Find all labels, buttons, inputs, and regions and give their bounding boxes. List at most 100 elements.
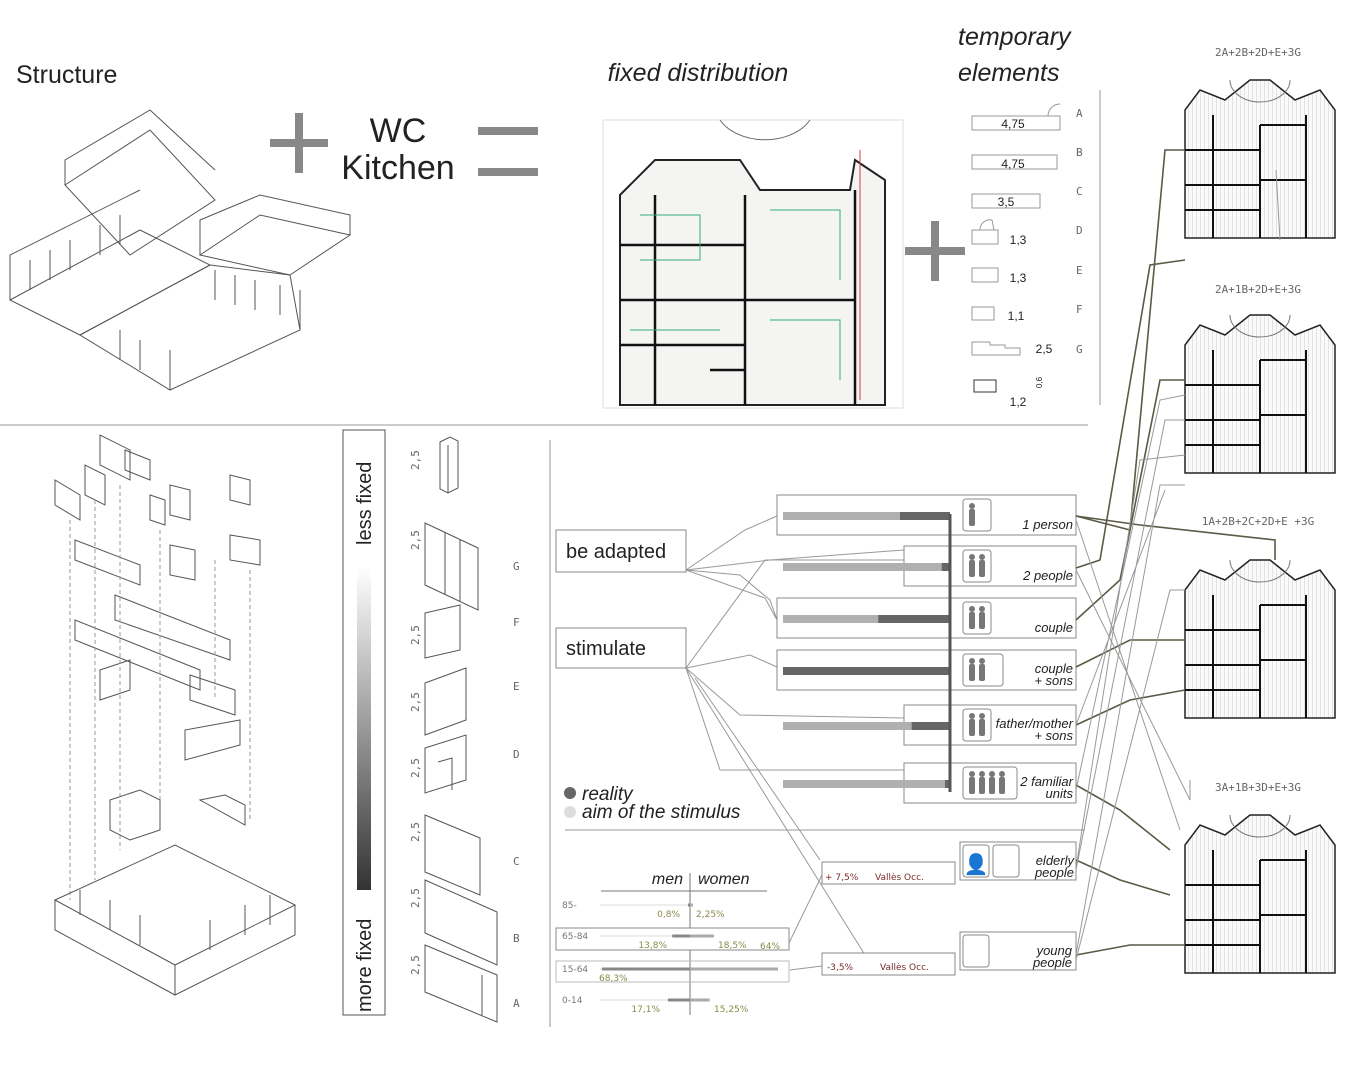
figure-head <box>969 713 975 719</box>
element-a: 4,75 A <box>971 103 1083 131</box>
figure-head <box>969 771 975 777</box>
plus-icon <box>270 113 328 173</box>
be-adapted-box <box>555 529 687 573</box>
element-letter: E <box>513 680 520 693</box>
fixed-distribution-title: fixed distribution <box>608 59 789 87</box>
figure-body <box>979 777 985 794</box>
reality-bar <box>783 667 950 675</box>
height-label: 2,5 <box>409 692 422 712</box>
figure-head <box>979 658 985 664</box>
height-label: 2,5 <box>409 822 422 842</box>
age-group-young: -3,5% Vallès Occ. young people <box>821 931 1077 976</box>
household-row: 2 people <box>783 545 1077 587</box>
men-value-label: 13,8% <box>638 941 667 951</box>
wc-label: WC <box>370 112 427 150</box>
figure-body <box>969 664 975 681</box>
figure-body <box>979 612 985 629</box>
household-row: father/mother+ sons <box>783 704 1077 746</box>
element-e-letter: E <box>1076 264 1083 277</box>
figure-head <box>969 554 975 560</box>
fixity-scale: less fixed more fixed <box>342 429 386 1016</box>
aim-bar <box>783 780 945 788</box>
young-label2: people <box>1032 955 1072 970</box>
figure-body <box>979 664 985 681</box>
element-letter: D <box>513 748 520 761</box>
person-icon: 👤 <box>964 852 989 876</box>
household-row: couple <box>776 597 1077 639</box>
figure-body <box>989 777 995 794</box>
stimulate-box <box>555 627 687 669</box>
element-table-dim: 1,2 <box>1010 395 1027 409</box>
figure-body <box>969 560 975 577</box>
equals-icon <box>478 127 538 176</box>
element-d-letter: D <box>1076 224 1083 237</box>
household-label: father/mother <box>996 716 1074 731</box>
element-b: 4,75 B <box>971 146 1083 171</box>
element-letter: F <box>513 616 520 629</box>
age-category-label: 15-64 <box>562 965 588 975</box>
element-letter: A <box>513 997 520 1010</box>
women-bar <box>690 967 778 971</box>
household-row: 1 person <box>776 494 1077 536</box>
fixity-gradient-bar <box>357 567 371 890</box>
household-label: couple <box>1035 661 1073 676</box>
figure-head <box>979 554 985 560</box>
element-g: 2,5 G <box>971 341 1083 356</box>
extra-label: 64% <box>760 942 780 952</box>
figure-body <box>969 719 975 736</box>
apartment-plan: 3A+1B+3D+E+3G <box>1184 781 1336 974</box>
aim-bar <box>783 512 900 520</box>
aim-swatch <box>564 806 576 818</box>
women-value-label: 15,25% <box>714 1005 749 1015</box>
women-bar <box>690 934 714 938</box>
household-label: 1 person <box>1022 517 1073 532</box>
temporary-title-line1: temporary <box>958 23 1072 51</box>
height-label: 2,5 <box>409 888 422 908</box>
plan-label: 2A+2B+2D+E+3G <box>1215 46 1301 59</box>
reality-bar <box>941 563 950 571</box>
stimulate-label: stimulate <box>566 638 646 660</box>
household-rows: 1 person 2 people couple couple + sonsfather… <box>776 494 1077 804</box>
temporary-elements-list: 4,75 A 4,75 B 3,5 C 1,3 D 1,3 E 1,1 F 2,… <box>971 103 1083 409</box>
men-bar <box>667 998 690 1002</box>
height-label: 2,5 <box>409 758 422 778</box>
element-g-dim: 2,5 <box>1036 342 1053 356</box>
height-label: 2,5 <box>409 530 422 550</box>
age-group-elderly: + 7,5% Vallès Occ. 👤 elderly people <box>821 841 1077 885</box>
more-fixed-label: more fixed <box>354 919 376 1012</box>
aim-bar <box>783 563 942 571</box>
men-value-label: 68,3% <box>599 974 628 984</box>
element-letter: B <box>513 932 520 945</box>
men-value-label: 17,1% <box>631 1005 660 1015</box>
reality-bar <box>944 780 950 788</box>
legend: reality aim of the stimulus <box>564 784 741 823</box>
apartment-plan: 2A+1B+2D+E+3G <box>1184 283 1336 474</box>
reality-bar <box>878 615 950 623</box>
women-bar <box>690 903 693 907</box>
element-e-dim: 1,3 <box>1010 271 1027 285</box>
aim-bar <box>783 722 912 730</box>
household-label: 2 familiar <box>1019 774 1073 789</box>
age-category-label: 85- <box>562 901 577 911</box>
household-label: 2 people <box>1022 568 1073 583</box>
plan-label: 3A+1B+3D+E+3G <box>1215 781 1301 794</box>
element-letter: G <box>513 560 520 573</box>
household-plan-connectors <box>1075 149 1281 961</box>
legend-aim: aim of the stimulus <box>582 802 741 823</box>
element-c-dim: 3,5 <box>998 195 1015 209</box>
figure-head <box>969 503 975 509</box>
population-chart: men women 85-0,8%2,25%65-8413,8%18,5%15-… <box>555 871 790 1015</box>
figure-head <box>989 771 995 777</box>
element-f-letter: F <box>1076 303 1083 316</box>
reality-bar <box>899 512 950 520</box>
kitchen-label: Kitchen <box>341 149 454 187</box>
figure-head <box>979 771 985 777</box>
element-d-dim: 1,3 <box>1010 233 1027 247</box>
household-label-2: + sons <box>1034 728 1073 743</box>
element-table-depth: 0,6 <box>1035 376 1044 388</box>
element-f-dim: 1,1 <box>1008 309 1025 323</box>
reality-bar <box>911 722 950 730</box>
element-f: 1,1 F <box>971 303 1083 323</box>
